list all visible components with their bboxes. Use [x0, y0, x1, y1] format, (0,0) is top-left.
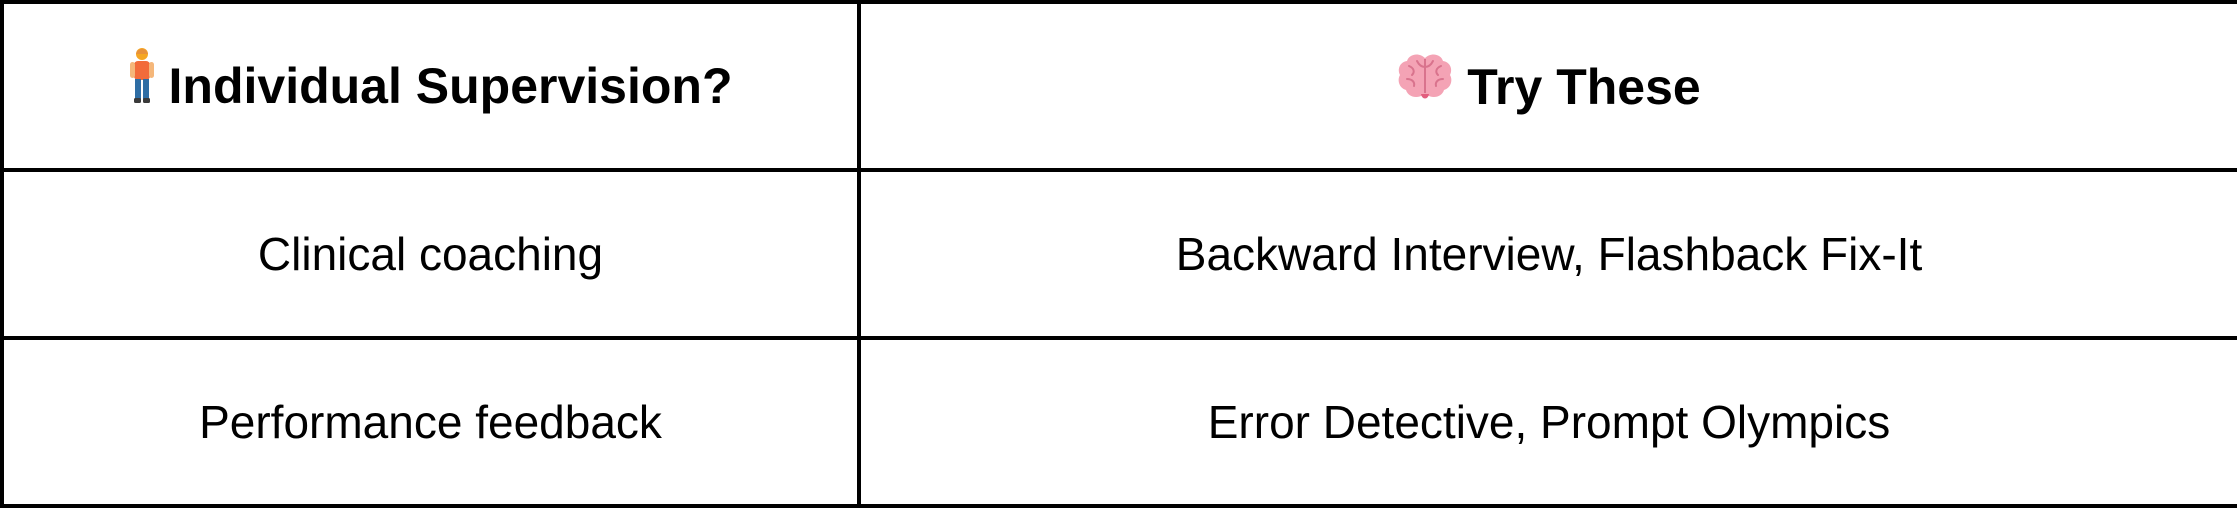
header-cell-individual-supervision: Individual Supervision? — [0, 0, 861, 172]
header-row: Individual Supervision? Try These — [0, 0, 2237, 172]
table-header: Individual Supervision? Try These — [0, 0, 2237, 172]
cell-supervision-type: Performance feedback — [0, 336, 861, 508]
header-label-individual-supervision: Individual Supervision? — [168, 58, 733, 114]
table-row: Performance feedback Error Detective, Pr… — [0, 336, 2237, 508]
table-body: Clinical coaching Backward Interview, Fl… — [0, 168, 2237, 508]
table-row: Clinical coaching Backward Interview, Fl… — [0, 168, 2237, 340]
header-label-try-these: Try These — [1467, 58, 1701, 115]
cell-suggested-activities: Error Detective, Prompt Olympics — [857, 336, 2237, 508]
header-cell-try-these: Try These — [857, 0, 2237, 172]
brain-icon — [1397, 52, 1453, 114]
cell-supervision-type: Clinical coaching — [0, 168, 861, 340]
cell-suggested-activities: Backward Interview, Flashback Fix-It — [857, 168, 2237, 340]
person-standing-icon — [129, 47, 155, 117]
